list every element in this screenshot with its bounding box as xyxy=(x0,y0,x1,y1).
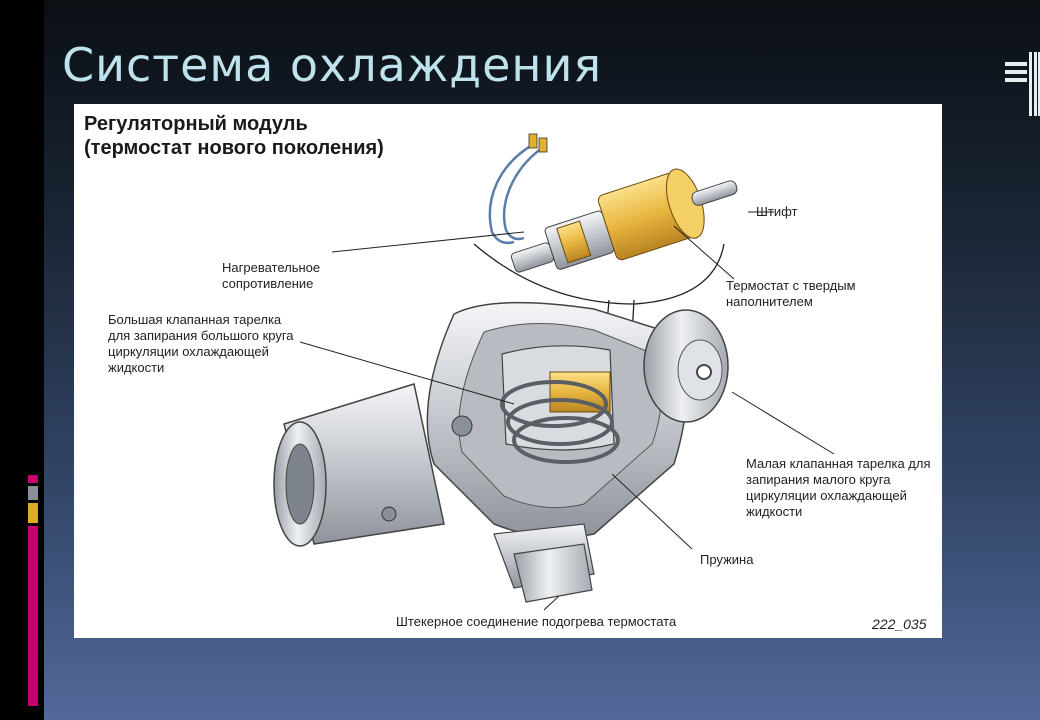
wire xyxy=(502,146,543,241)
label-connector: Штекерное соединение подогрева термостат… xyxy=(396,614,677,629)
leader-connector xyxy=(543,595,560,611)
label-small-valve: Малая клапанная тарелка для запирания ма… xyxy=(746,456,931,519)
diagram-heading: Регуляторный модуль (термостат нового по… xyxy=(84,113,384,159)
heater-element xyxy=(556,220,592,264)
pin xyxy=(691,180,738,206)
connector-plug xyxy=(513,543,593,603)
leader-heater xyxy=(331,231,525,253)
accent-bar-long xyxy=(28,526,38,706)
deco-bar xyxy=(1029,52,1032,116)
accent-bar-magenta xyxy=(28,475,38,483)
heater-plug xyxy=(510,242,555,273)
wire-terminal xyxy=(528,133,538,149)
diagram-panel: Регуляторный модуль (термостат нового по… xyxy=(74,104,942,638)
label-heater: Нагревательное сопротивление xyxy=(222,260,321,291)
deco-line xyxy=(1005,62,1027,66)
label-spring: Пружина xyxy=(700,552,754,567)
pipe-bore xyxy=(285,443,315,525)
mount-hole xyxy=(381,506,397,522)
mount-hole xyxy=(451,415,473,437)
accent-bar-gray xyxy=(28,486,38,500)
label-big-valve: Большая клапанная тарелка для запирания … xyxy=(108,312,294,375)
deco-bar xyxy=(1034,52,1037,116)
wire-terminal xyxy=(538,137,548,153)
leader-spring xyxy=(611,473,693,550)
deco-line xyxy=(1005,70,1027,74)
label-pin: Штифт xyxy=(756,204,798,219)
spring-coil xyxy=(506,398,614,446)
slide-title: Система охлаждения xyxy=(62,38,603,92)
thermostat-illustration xyxy=(273,133,835,611)
spring-coil xyxy=(512,416,620,464)
thermostat-cutaway xyxy=(510,168,738,273)
leader-thermostat xyxy=(673,225,735,280)
accent-bars xyxy=(28,475,38,709)
spring-coil xyxy=(500,380,608,428)
valve-center xyxy=(696,364,712,380)
leader-small-valve xyxy=(731,391,835,455)
accent-bar-yellow xyxy=(28,503,38,523)
figure-code: 222_035 xyxy=(872,616,927,632)
corner-decoration xyxy=(1005,52,1040,116)
leader-big-valve xyxy=(299,341,515,405)
deco-bar xyxy=(1038,52,1040,116)
label-thermostat: Термостат с твердым наполнителем xyxy=(726,278,856,309)
wire xyxy=(488,142,535,245)
deco-line xyxy=(1005,78,1027,82)
